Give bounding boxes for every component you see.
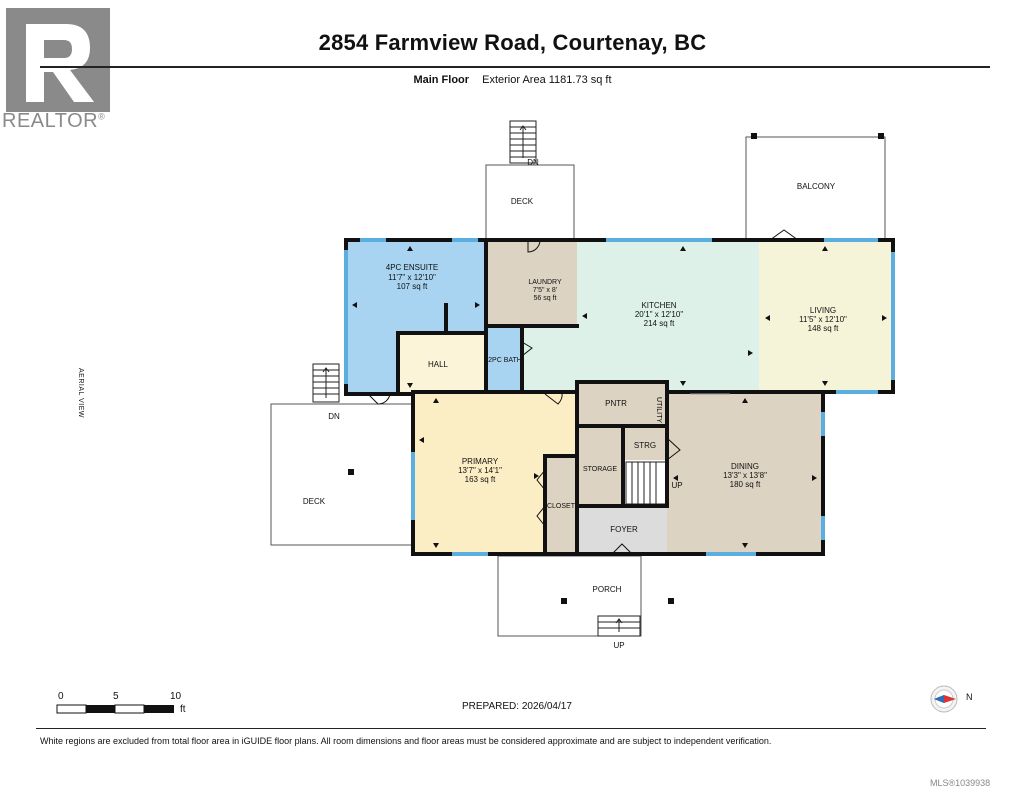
laundry-area: 56 sq ft bbox=[534, 295, 557, 302]
windows bbox=[344, 238, 895, 556]
mls-number: MLS®1039938 bbox=[930, 778, 991, 788]
living-dims: 11'5" x 12'10" bbox=[799, 315, 847, 324]
foyer-name: FOYER bbox=[610, 525, 638, 534]
page-title: 2854 Farmview Road, Courtenay, BC bbox=[318, 30, 707, 55]
deck-top-label: DECK bbox=[511, 197, 534, 206]
room-foyer bbox=[577, 506, 667, 554]
dining-dims: 13'3" x 13'8" bbox=[723, 471, 767, 480]
compass-north: N bbox=[966, 692, 973, 702]
scale-0: 0 bbox=[58, 691, 64, 702]
room-laundry bbox=[486, 240, 577, 326]
laundry-name: LAUNDRY bbox=[528, 279, 562, 286]
post bbox=[668, 598, 674, 604]
room-storage bbox=[577, 426, 623, 506]
living-name: LIVING bbox=[810, 306, 836, 315]
floor-subtitle: Main Floor Exterior Area 1181.73 sq ft bbox=[0, 74, 1025, 86]
room-kitchen bbox=[577, 240, 759, 392]
compass-icon bbox=[930, 685, 958, 713]
post bbox=[751, 133, 757, 139]
strg-name: STRG bbox=[634, 441, 656, 450]
utility-name: UTILITY bbox=[655, 397, 662, 423]
kitchen-name: KITCHEN bbox=[641, 301, 676, 310]
scale-unit: ft bbox=[180, 704, 186, 715]
balcony-label: BALCONY bbox=[797, 182, 836, 191]
dimension-markers bbox=[352, 246, 887, 548]
dn-left-label: DN bbox=[328, 412, 340, 421]
room-dining bbox=[667, 392, 823, 554]
kitchen-dims: 20'1" x 12'10" bbox=[635, 310, 683, 319]
ensuite-area: 107 sq ft bbox=[397, 282, 428, 291]
deck-left-label: DECK bbox=[303, 497, 326, 506]
doors bbox=[367, 229, 799, 555]
closet-name: CLOSET bbox=[547, 503, 576, 510]
living-area: 148 sq ft bbox=[808, 324, 839, 333]
deck-left-outline bbox=[270, 403, 413, 546]
ensuite-name: 4PC ENSUITE bbox=[386, 263, 438, 272]
pantry-name: PNTR bbox=[605, 399, 627, 408]
ensuite-dims: 11'7" x 12'10" bbox=[388, 273, 436, 282]
footer-divider bbox=[36, 728, 986, 729]
disclaimer-text: White regions are excluded from total fl… bbox=[40, 736, 772, 746]
storage-name: STORAGE bbox=[583, 466, 617, 473]
dn-top-label: DN bbox=[527, 158, 539, 167]
dining-area: 180 sq ft bbox=[730, 480, 761, 489]
primary-name: PRIMARY bbox=[462, 457, 499, 466]
room-2pc-bath bbox=[486, 326, 522, 392]
title-divider bbox=[40, 66, 990, 68]
scale-bar bbox=[56, 704, 174, 714]
room-closet bbox=[545, 456, 577, 554]
room-living bbox=[759, 240, 893, 392]
dining-name: DINING bbox=[731, 462, 759, 471]
laundry-dims: 7'5" x 8' bbox=[533, 287, 557, 294]
scale-5: 5 bbox=[113, 691, 119, 702]
prepared-date: PREPARED: 2026/04/17 bbox=[462, 701, 572, 712]
post bbox=[348, 469, 354, 475]
realtor-logo-icon bbox=[6, 8, 110, 112]
scale-10: 10 bbox=[170, 691, 182, 702]
stair-interior bbox=[625, 461, 667, 505]
primary-dims: 13'7" x 14'1" bbox=[458, 466, 502, 475]
floor-label: Main Floor bbox=[413, 74, 470, 86]
room-kitchen-ext bbox=[522, 326, 578, 392]
primary-area: 163 sq ft bbox=[465, 475, 496, 484]
porch-label: PORCH bbox=[593, 585, 622, 594]
up-porch-label: UP bbox=[613, 641, 624, 650]
bath2-name: 2PC BATH bbox=[488, 357, 522, 364]
kitchen-area: 214 sq ft bbox=[644, 319, 675, 328]
post bbox=[878, 133, 884, 139]
realtor-wordmark: REALTOR® bbox=[2, 110, 106, 132]
post bbox=[561, 598, 567, 604]
room-pantry bbox=[577, 382, 667, 426]
room-strg bbox=[623, 426, 667, 460]
up-inner-label: UP bbox=[671, 481, 682, 490]
exterior-area: Exterior Area 1181.73 sq ft bbox=[482, 74, 612, 86]
hall-name: HALL bbox=[428, 360, 449, 369]
